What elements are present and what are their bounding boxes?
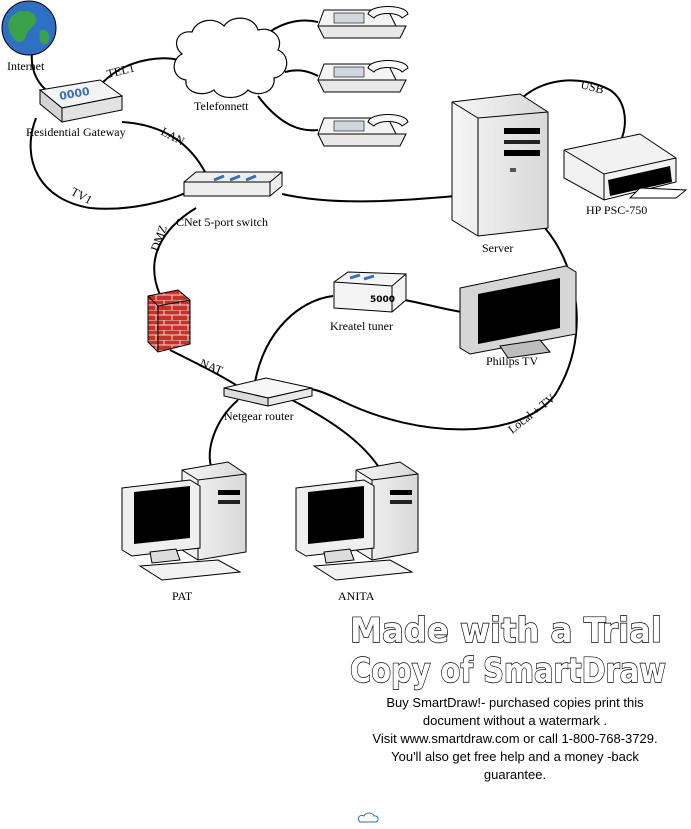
tuner-logo: 5000 [370, 295, 395, 305]
cnet-switch: CNet 5-port switch [176, 171, 283, 229]
watermark-title-line2: Copy of SmartDraw [350, 651, 666, 691]
label-server: Server [482, 241, 513, 255]
firewall [147, 289, 191, 353]
netgear-router: Netgear router [223, 377, 313, 423]
link-dmz [153, 207, 197, 296]
telephone-2 [317, 60, 409, 93]
link-router-anita [291, 399, 379, 467]
label-residential-gateway: Residential Gateway [26, 125, 126, 139]
label-dmz: DMZ [148, 223, 170, 253]
link-nat [169, 349, 237, 386]
label-printer: HP PSC-750 [586, 203, 647, 217]
watermark-title-line1: Made with a Trial [350, 611, 662, 651]
switch-icon [183, 171, 283, 197]
label-switch: CNet 5-port switch [176, 215, 268, 229]
gateway-logo: 0000 [58, 85, 91, 103]
watermark-notice: Buy SmartDraw!- purchased copies print t… [340, 694, 690, 784]
watermark-line4: You'll also get free help and a money -b… [391, 749, 639, 764]
label-pat: PAT [172, 589, 193, 603]
internet-globe: Internet [1, 0, 57, 73]
kreatel-tuner: 5000 Kreatel tuner [330, 271, 407, 333]
label-tv: Philips TV [486, 354, 538, 368]
telefonnett-cloud: Telefonnett [173, 17, 288, 113]
link-router-tuner [254, 295, 334, 383]
pat-keyboard [138, 559, 242, 581]
server: Server [451, 93, 549, 255]
pc-anita: ANITA [295, 461, 419, 603]
label-local-tv: Local + TV [505, 391, 558, 437]
telephone-1 [317, 6, 409, 39]
link-router-pat [208, 399, 239, 471]
link-switch-server [281, 193, 456, 203]
server-icon [451, 93, 549, 237]
firewall-icon [147, 289, 191, 353]
watermark-line2: document without a watermark . [422, 713, 608, 728]
link-tv1 [29, 117, 189, 210]
telephone-3 [317, 114, 409, 147]
link-tel1 [97, 57, 179, 89]
label-tuner: Kreatel tuner [330, 319, 393, 333]
label-tel1: TEL1 [105, 61, 136, 81]
watermark-line5: guarantee. [483, 767, 547, 782]
label-nat: NAT [198, 356, 225, 378]
label-internet: Internet [7, 59, 45, 73]
cloud-icon [173, 17, 288, 99]
label-usb: USB [579, 77, 605, 96]
link-phone-2 [284, 69, 319, 77]
pc-pat: PAT [121, 461, 247, 603]
printer: HP PSC-750 [563, 133, 688, 217]
label-router: Netgear router [224, 409, 294, 423]
residential-gateway: 0000 Residential Gateway [26, 79, 126, 139]
watermark-title: Made with a Trial Copy of SmartDraw [349, 610, 666, 691]
anita-keyboard [312, 559, 414, 581]
small-cloud-icon [357, 812, 379, 823]
link-tuner-tv [404, 299, 463, 313]
philips-tv: Philips TV [459, 265, 577, 368]
link-phone-3 [257, 95, 319, 132]
label-anita: ANITA [338, 589, 375, 603]
link-usb [517, 79, 626, 139]
link-lan [121, 121, 209, 179]
watermark-line3: Visit www.smartdraw.com or call 1-800-76… [372, 731, 658, 746]
tuner-icon [333, 271, 407, 313]
label-telefonnett: Telefonnett [194, 99, 249, 113]
globe-land [8, 10, 50, 45]
watermark-line1: Buy SmartDraw!- purchased copies print t… [386, 695, 644, 710]
